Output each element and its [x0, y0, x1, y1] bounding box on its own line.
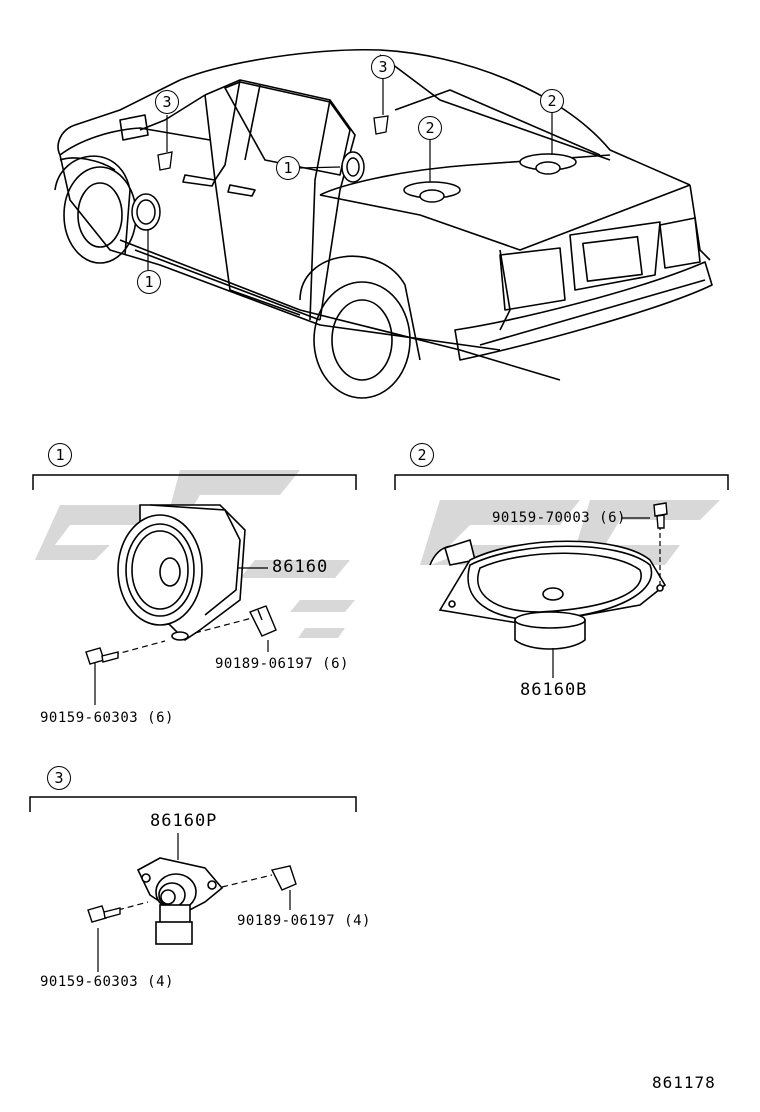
callout-leaders: [147, 77, 553, 270]
part-number-90159-60303-s1: 90159-60303 (6): [40, 710, 174, 726]
section-3-marker: 3: [47, 766, 71, 790]
screw-90159-70003: [653, 502, 668, 529]
callout-1-rear: 1: [276, 156, 300, 180]
screw-90159-60303-s1: [85, 647, 119, 665]
tweeter-leaders: [97, 833, 291, 972]
part-number-86160P: 86160P: [150, 811, 218, 831]
part-number-90159-60303-s3: 90159-60303 (4): [40, 974, 174, 990]
part-number-86160: 86160: [272, 557, 329, 577]
callout-3-rear: 3: [371, 55, 395, 79]
part-number-90159-70003: 90159-70003 (6): [492, 510, 626, 526]
rear-shelf-speaker-86160B: [429, 538, 667, 650]
car-speaker-rear-door: [341, 151, 365, 183]
car-tweeter-rear: [373, 115, 389, 135]
diagram-reference-number: 861178: [652, 1073, 716, 1092]
car-illustration: [54, 48, 713, 399]
section-2-marker: 2: [410, 443, 434, 467]
screw-90159-60303-s3: [87, 905, 121, 923]
car-speaker-shelf-right: [519, 153, 577, 175]
car-tweeter-front: [157, 151, 173, 171]
clip-90189-06197-s1: [249, 605, 277, 637]
tweeter-86160P: [136, 857, 224, 945]
section-brackets: [29, 474, 729, 812]
part-number-90189-06197-s3: 90189-06197 (4): [237, 913, 371, 929]
car-speaker-shelf-left: [403, 181, 461, 203]
door-speaker-leaders: [94, 567, 269, 705]
rear-shelf-speaker-leaders: [552, 517, 661, 678]
callout-2-right: 2: [540, 89, 564, 113]
section-1-marker: 1: [48, 443, 72, 467]
callout-2-left: 2: [418, 116, 442, 140]
clip-90189-06197-s3: [270, 865, 297, 891]
door-speaker-86160: [117, 504, 246, 642]
part-number-86160B: 86160B: [520, 680, 588, 700]
part-number-90189-06197-s1: 90189-06197 (6): [215, 656, 349, 672]
callout-3-front: 3: [155, 90, 179, 114]
callout-1-front: 1: [137, 270, 161, 294]
car-speaker-front-door: [131, 193, 161, 231]
